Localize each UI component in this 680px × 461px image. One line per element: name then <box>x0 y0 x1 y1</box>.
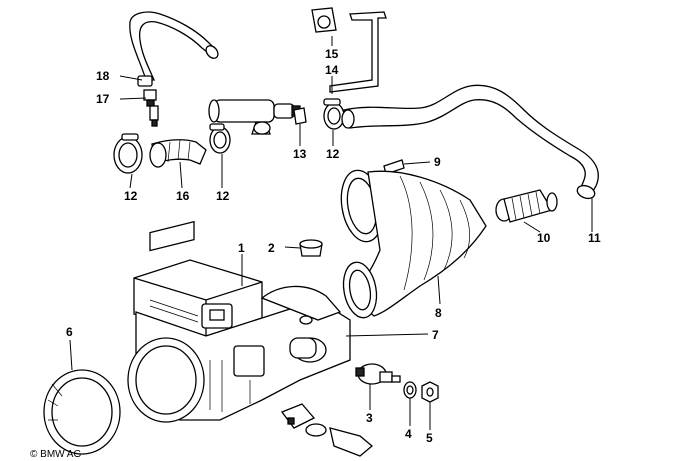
part-14-bracket <box>329 11 387 93</box>
connector-plug <box>280 403 316 429</box>
part-12-clamp-left <box>113 133 143 174</box>
callout-11: 11 <box>588 231 601 245</box>
callout-12-right: 12 <box>326 147 340 161</box>
connector-boot <box>305 423 374 457</box>
part-6-sealing-ring <box>43 369 121 455</box>
part-12-clamp-right <box>323 98 345 130</box>
copyright-notice: © BMW AG <box>30 449 81 460</box>
part-5-nut <box>421 381 439 403</box>
callout-3: 3 <box>366 411 373 425</box>
callout-10: 10 <box>537 231 551 245</box>
part-15-grommet <box>311 7 337 33</box>
part-18-hose-connector <box>137 75 153 87</box>
part-4-washer <box>403 381 417 399</box>
callout-14: 14 <box>325 63 339 77</box>
part-8-intake-boot <box>340 169 487 319</box>
callout-8: 8 <box>435 306 442 320</box>
part-12-clamp-middle <box>209 123 231 154</box>
part-16-hose-elbow <box>149 139 207 168</box>
part-17-fitting <box>143 89 159 127</box>
callout-13: 13 <box>293 147 307 161</box>
callout-4: 4 <box>405 427 412 441</box>
throttle-body-housing <box>127 285 351 423</box>
callout-6: 6 <box>66 325 73 339</box>
part-11-hose-long <box>341 84 599 200</box>
callout-12-left: 12 <box>124 189 138 203</box>
callout-2: 2 <box>268 241 275 255</box>
callout-1: 1 <box>238 241 245 255</box>
callout-9: 9 <box>434 155 441 169</box>
callout-15: 15 <box>325 47 339 61</box>
part-13-valve <box>208 99 307 135</box>
leader-lines <box>69 36 593 430</box>
callout-18: 18 <box>96 69 110 83</box>
part-10-bellows <box>495 189 558 223</box>
callout-17: 17 <box>96 92 110 106</box>
callout-12-middle: 12 <box>216 189 230 203</box>
callout-7: 7 <box>432 328 439 342</box>
part-3-sensor <box>355 363 401 385</box>
callout-16: 16 <box>176 189 190 203</box>
callouts: 18 17 12 16 12 13 12 15 14 9 10 11 1 2 8… <box>66 47 601 445</box>
part-2-cap <box>299 239 323 257</box>
callout-5: 5 <box>426 431 433 445</box>
vacuum-hose-upper <box>129 11 219 81</box>
